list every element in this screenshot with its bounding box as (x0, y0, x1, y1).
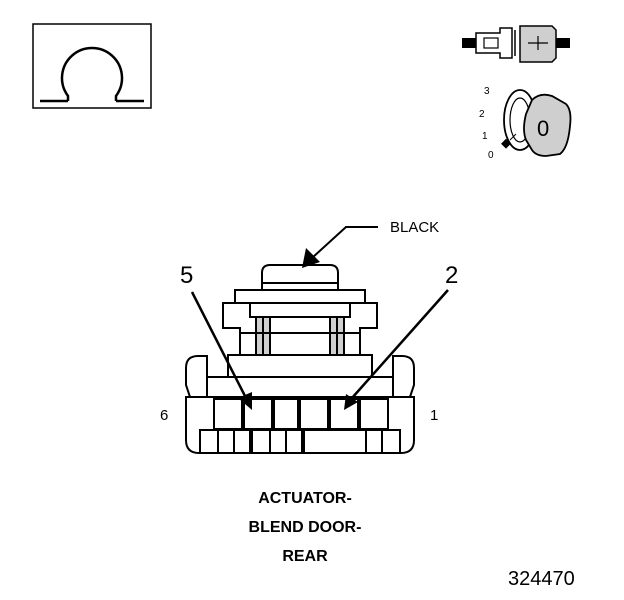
pin-5-arrow (190, 291, 252, 410)
key-position-0-label: 0 (488, 150, 494, 161)
pin-5-callout: 5 (180, 262, 194, 289)
ohmmeter-icon (40, 46, 144, 103)
pin-2-callout: 2 (445, 262, 459, 289)
ohmmeter-symbol-box (32, 23, 152, 109)
wire-color-label: BLACK (390, 219, 440, 236)
pin-6-end-label: 6 (160, 407, 169, 424)
key-position-3-label: 3 (484, 86, 490, 97)
key-head-label: 0 (537, 116, 550, 141)
black-wire-pointer (302, 226, 378, 268)
ignition-key-icon (501, 89, 572, 157)
key-position-2-label: 2 (479, 109, 485, 120)
pin-1-end-label: 1 (430, 407, 439, 424)
component-title-line-3: REAR (282, 548, 328, 565)
component-title-line-1: ACTUATOR- (258, 490, 352, 507)
connector-body (185, 264, 415, 454)
key-position-1-label: 1 (482, 131, 488, 142)
component-title-line-2: BLEND DOOR- (248, 519, 362, 536)
connector-disconnect-icon (462, 25, 570, 63)
figure-number: 324470 (508, 568, 575, 590)
pin-2-arrow (344, 289, 449, 410)
